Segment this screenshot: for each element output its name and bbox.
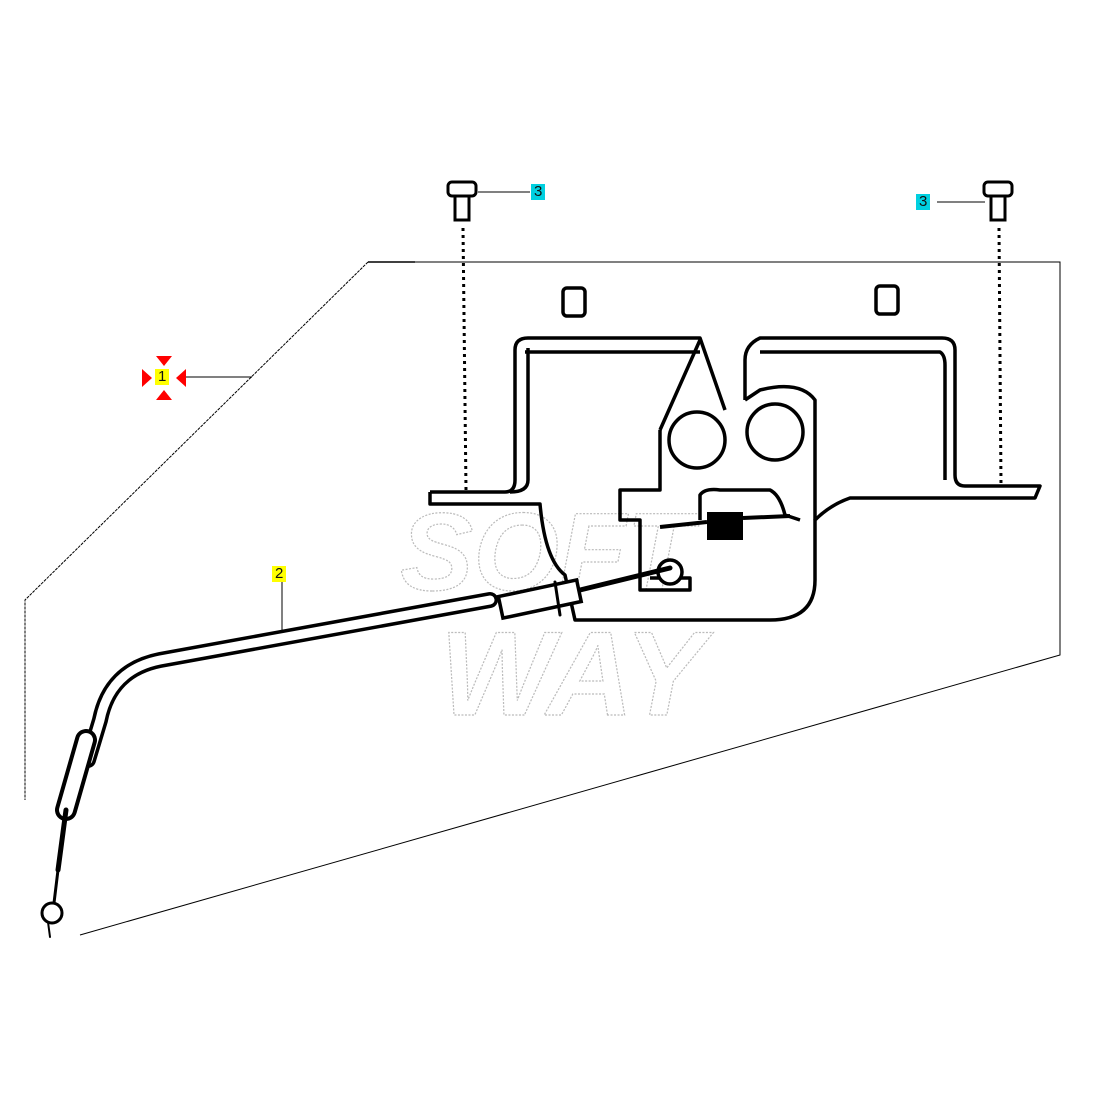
watermark: SOFT WAY	[399, 490, 715, 741]
svg-text:WAY: WAY	[440, 607, 714, 741]
callout-1-marker	[142, 356, 186, 400]
bolt-right	[982, 180, 1014, 222]
assembly-outline	[79, 261, 1061, 936]
bolt-axis-left	[461, 227, 468, 491]
bolt-axis-right	[997, 227, 1003, 486]
callout-2[interactable]: 2	[272, 566, 287, 582]
callout-3-right[interactable]: 3	[916, 194, 931, 210]
bolt-left	[446, 180, 478, 222]
throttle-cable	[40, 565, 673, 938]
spring-link-right	[742, 514, 791, 520]
spring-link	[659, 520, 708, 529]
target-marker-icon	[142, 356, 186, 400]
callout-3-left[interactable]: 3	[531, 184, 546, 200]
control-bracket	[428, 284, 1042, 622]
assembly-outline-diag	[24, 261, 369, 800]
return-spring	[707, 512, 743, 540]
callout-1[interactable]: 1	[155, 369, 170, 385]
